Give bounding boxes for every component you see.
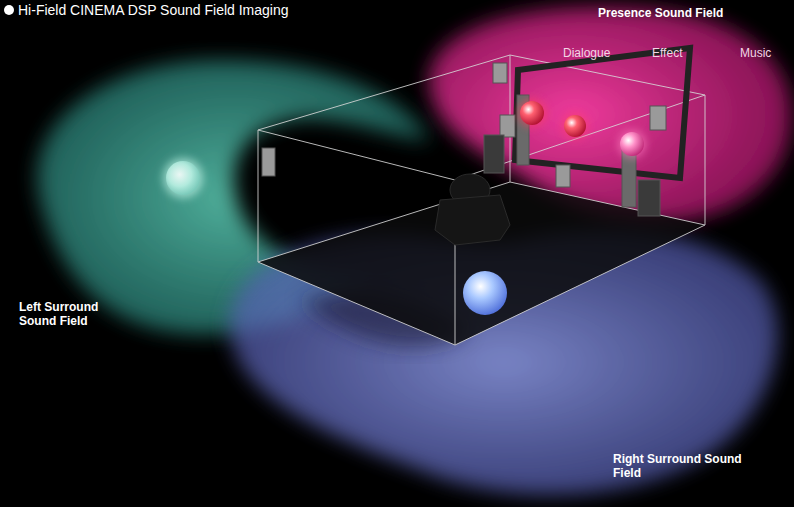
diagram-title: Hi-Field CINEMA DSP Sound Field Imaging	[18, 2, 289, 19]
field-label: Presence Sound Field	[598, 6, 723, 20]
channel-label: Dialogue	[563, 46, 610, 60]
field-label: Left Surround Sound Field	[19, 300, 119, 329]
channel-label: Music	[740, 46, 771, 60]
field-label: Right Surround Sound Field	[613, 452, 743, 481]
channel-label: Effect	[652, 46, 682, 60]
